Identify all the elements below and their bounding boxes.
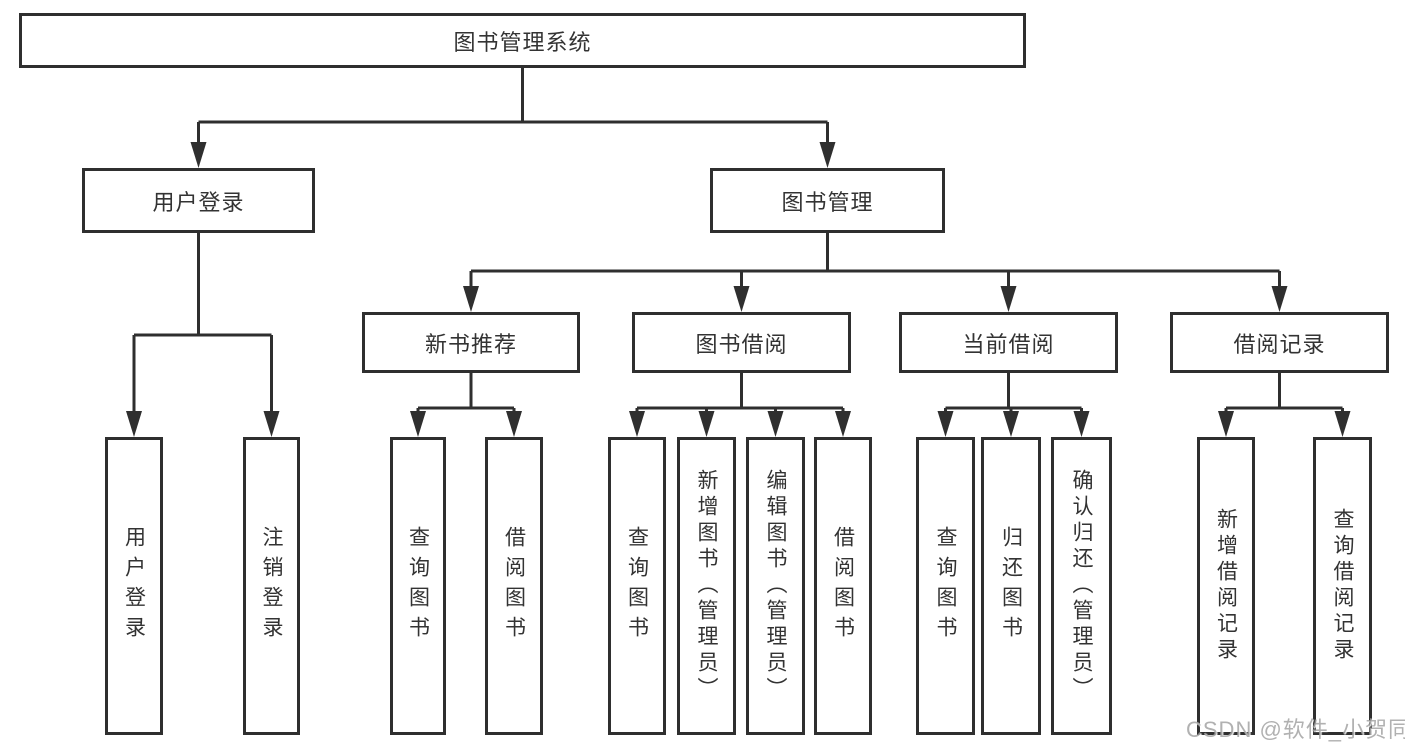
leaf-user-login: 用户登录: [105, 437, 163, 735]
arrowhead-icon: [263, 411, 280, 437]
arrowhead-icon: [1073, 411, 1090, 437]
node-new-book-recommend: 新书推荐: [362, 312, 580, 373]
connector-currentborrow-to-leaves: [937, 373, 1090, 437]
arrowhead-icon: [835, 411, 851, 437]
leaf-confirm-return-admin: 确认归还（管理员）: [1051, 437, 1112, 735]
leaf-query-books-borrow: 查询图书: [608, 437, 666, 735]
csdn-watermark: CSDN @软件_小贺同学: [1186, 717, 1405, 742]
leaf-borrow-books: 借阅图书: [814, 437, 872, 735]
arrowhead-icon: [1003, 411, 1019, 437]
arrowhead-icon: [767, 411, 784, 437]
leaf-borrow-books-recommend: 借阅图书: [485, 437, 543, 735]
connector-userlogin-to-leaves: [126, 233, 280, 437]
arrowhead-icon: [819, 142, 836, 168]
arrowhead-icon: [1334, 411, 1351, 437]
leaf-query-books-recommend: 查询图书: [390, 437, 446, 735]
node-book-management: 图书管理: [710, 168, 945, 233]
connector-records-to-leaves: [1218, 373, 1351, 437]
arrowhead-icon: [1271, 286, 1288, 312]
arrowhead-icon: [506, 411, 522, 437]
node-borrow-records: 借阅记录: [1170, 312, 1389, 373]
arrowhead-icon: [463, 286, 479, 312]
node-current-borrow: 当前借阅: [899, 312, 1118, 373]
connector-newbooks-to-leaves: [410, 373, 522, 437]
leaf-add-borrow-record: 新增借阅记录: [1197, 437, 1255, 735]
leaf-query-books-current: 查询图书: [916, 437, 975, 735]
arrowhead-icon: [1000, 286, 1017, 312]
arrowhead-icon: [126, 411, 142, 437]
leaf-edit-books-admin: 编辑图书（管理员）: [746, 437, 805, 735]
arrowhead-icon: [698, 411, 715, 437]
leaf-query-borrow-record: 查询借阅记录: [1313, 437, 1372, 735]
leaf-return-books: 归还图书: [981, 437, 1041, 735]
leaf-logout: 注销登录: [243, 437, 300, 735]
arrowhead-icon: [733, 286, 750, 312]
arrowhead-icon: [410, 411, 426, 437]
node-library-management-system: 图书管理系统: [19, 13, 1026, 68]
connector-bookmgmt-to-level2: [463, 233, 1288, 312]
arrowhead-icon: [937, 411, 954, 437]
arrowhead-icon: [629, 411, 645, 437]
node-book-borrow: 图书借阅: [632, 312, 851, 373]
connector-bookborrow-to-leaves: [629, 373, 851, 437]
node-user-login: 用户登录: [82, 168, 315, 233]
arrowhead-icon: [190, 142, 207, 168]
leaf-add-books-admin: 新增图书（管理员）: [677, 437, 736, 735]
arrowhead-icon: [1218, 411, 1234, 437]
connector-root-to-level1: [190, 67, 836, 168]
